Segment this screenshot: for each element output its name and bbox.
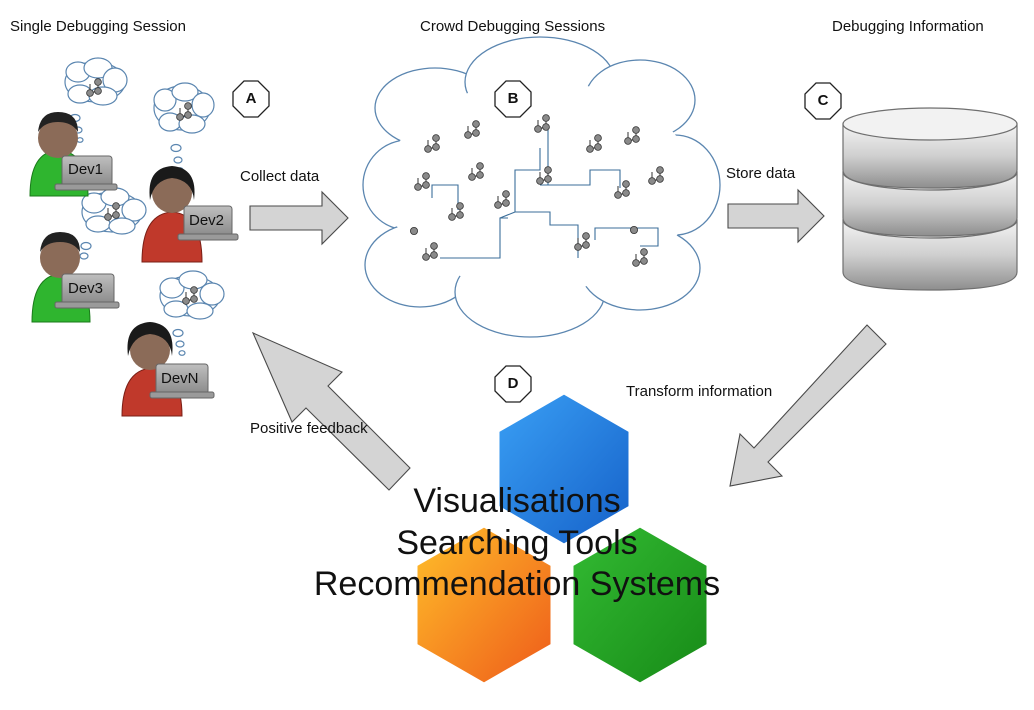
- crowd-network: [431, 130, 659, 259]
- recommendation-systems-text: Recommendation Systems: [313, 565, 721, 603]
- devn-label: DevN: [161, 370, 199, 387]
- crowd-sessions-heading: Crowd Debugging Sessions: [420, 18, 606, 35]
- badge-a: A: [233, 81, 269, 117]
- badge-d-label: D: [507, 375, 519, 392]
- developer-dev1-icon: [29, 112, 118, 197]
- visualisation-hexagon: [496, 391, 632, 547]
- store-data-label: Store data: [726, 165, 796, 182]
- badge-d: D: [495, 366, 531, 402]
- crowd-nodes: [409, 114, 664, 267]
- badge-c-octagon: [804, 82, 842, 120]
- transform-arrow: [729, 324, 887, 487]
- badge-b: B: [495, 81, 531, 117]
- feedback-arrow: [251, 331, 411, 491]
- developer-dev3-icon: [31, 232, 120, 323]
- collect-data-label: Collect data: [240, 168, 320, 185]
- developer-dev2-icon: [141, 166, 239, 263]
- thought-bubble-devn: [159, 270, 225, 356]
- badge-b-octagon: [494, 80, 532, 118]
- badge-a-label: A: [245, 90, 257, 107]
- badge-b-label: B: [507, 90, 519, 107]
- positive-feedback-label: Positive feedback: [250, 420, 368, 437]
- thought-bubble-dev3: [79, 187, 147, 260]
- store-arrow: [727, 188, 825, 244]
- cloud-fill: [385, 81, 695, 291]
- badge-d-octagon: [494, 365, 532, 403]
- badge-c: C: [805, 83, 841, 119]
- collect-arrow: [249, 190, 349, 246]
- dev1-label: Dev1: [68, 161, 104, 178]
- searching-tools-text: Searching Tools: [396, 524, 638, 562]
- badge-a-octagon: [232, 80, 270, 118]
- badge-c-label: C: [817, 92, 829, 109]
- developer-devn-icon: [121, 322, 215, 417]
- single-session-heading: Single Debugging Session: [10, 18, 186, 35]
- dev3-label: Dev3: [68, 280, 104, 297]
- recommendation-hexagon: [570, 524, 710, 686]
- debugging-info-heading: Debugging Information: [832, 18, 984, 35]
- database-icon: [842, 107, 1018, 291]
- dev2-label: Dev2: [189, 212, 225, 229]
- transform-info-label: Transform information: [626, 383, 773, 400]
- thought-bubble-dev2: [153, 82, 215, 173]
- searching-hexagon: [414, 524, 554, 686]
- visualisations-text: Visualisations: [413, 482, 621, 520]
